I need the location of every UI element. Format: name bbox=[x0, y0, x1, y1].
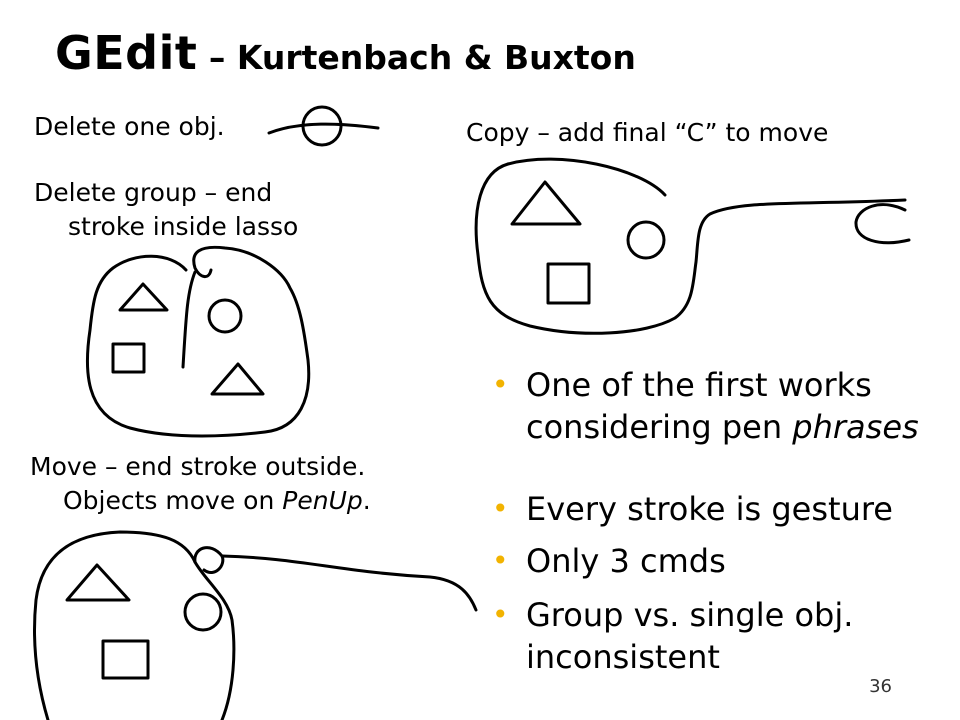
circle-shape bbox=[207, 298, 243, 334]
bullet-item: • Every stroke is gesture bbox=[492, 488, 893, 530]
bullet-line2: inconsistent bbox=[526, 638, 720, 676]
caption-move-line2-italic: PenUp bbox=[282, 486, 363, 515]
caption-delete-group-line1: Delete group – end bbox=[34, 178, 273, 207]
bullet-line1: Group vs. single obj. bbox=[526, 596, 854, 634]
move-gesture bbox=[33, 530, 478, 720]
bullet-line2-prefix: considering pen bbox=[526, 408, 793, 446]
delete-group-lasso bbox=[85, 245, 311, 438]
bullet-line1: Every stroke is gesture bbox=[526, 490, 893, 528]
bullet-line2: considering pen phrases bbox=[492, 406, 919, 448]
title-main: GEdit bbox=[55, 26, 198, 80]
page-number: 36 bbox=[869, 676, 892, 697]
triangle-shape bbox=[210, 362, 265, 396]
bullet-marker: • bbox=[492, 598, 509, 631]
copy-c-stroke bbox=[854, 203, 911, 245]
bullet-line2-italic: phrases bbox=[792, 408, 919, 446]
caption-delete-one: Delete one obj. bbox=[34, 112, 225, 141]
delete-one-gesture bbox=[267, 105, 380, 147]
caption-move-line1: Move – end stroke outside. bbox=[30, 452, 366, 481]
bullet-marker: • bbox=[492, 368, 509, 401]
triangle-shape bbox=[510, 180, 582, 226]
delete-group-gesture bbox=[85, 245, 311, 438]
caption-move-line2-suffix: . bbox=[362, 486, 371, 515]
square-shape bbox=[546, 262, 591, 305]
caption-copy: Copy – add final “C” to move bbox=[466, 118, 829, 147]
caption-move-line2: Objects move on PenUp. bbox=[30, 484, 371, 518]
caption-move-line2-prefix: Objects move on bbox=[63, 486, 283, 515]
caption-delete-group-line2: stroke inside lasso bbox=[68, 212, 299, 241]
move-end-stroke bbox=[220, 554, 478, 612]
delete-group-end-stroke bbox=[181, 270, 197, 369]
title-separator: – bbox=[197, 38, 237, 77]
bullet-line1: One of the first works bbox=[526, 366, 872, 404]
title-authors: Kurtenbach & Buxton bbox=[236, 38, 636, 77]
triangle-shape bbox=[118, 282, 169, 312]
move-lasso bbox=[33, 530, 197, 720]
circle-shape bbox=[626, 220, 666, 260]
caption-delete-group: Delete group – end stroke inside lasso bbox=[34, 176, 298, 244]
copy-lasso bbox=[474, 162, 907, 335]
bullet-item: • Only 3 cmds bbox=[492, 540, 726, 582]
caption-move: Move – end stroke outside. Objects move … bbox=[30, 450, 371, 518]
delete-one-stroke bbox=[267, 122, 380, 135]
triangle-shape bbox=[65, 563, 131, 602]
bullet-line1: Only 3 cmds bbox=[526, 542, 726, 580]
bullet-item: • Group vs. single obj. inconsistent bbox=[492, 594, 853, 678]
square-shape bbox=[111, 342, 146, 374]
square-shape bbox=[101, 639, 150, 680]
bullet-marker: • bbox=[492, 544, 509, 577]
copy-start bbox=[506, 157, 667, 197]
copy-gesture bbox=[474, 157, 911, 335]
slide-title: GEdit – Kurtenbach & Buxton bbox=[55, 26, 636, 80]
move-lasso-right bbox=[193, 560, 236, 720]
circle-shape bbox=[183, 592, 223, 632]
bullet-item: • One of the first works considering pen… bbox=[492, 364, 919, 448]
bullet-marker: • bbox=[492, 492, 509, 525]
